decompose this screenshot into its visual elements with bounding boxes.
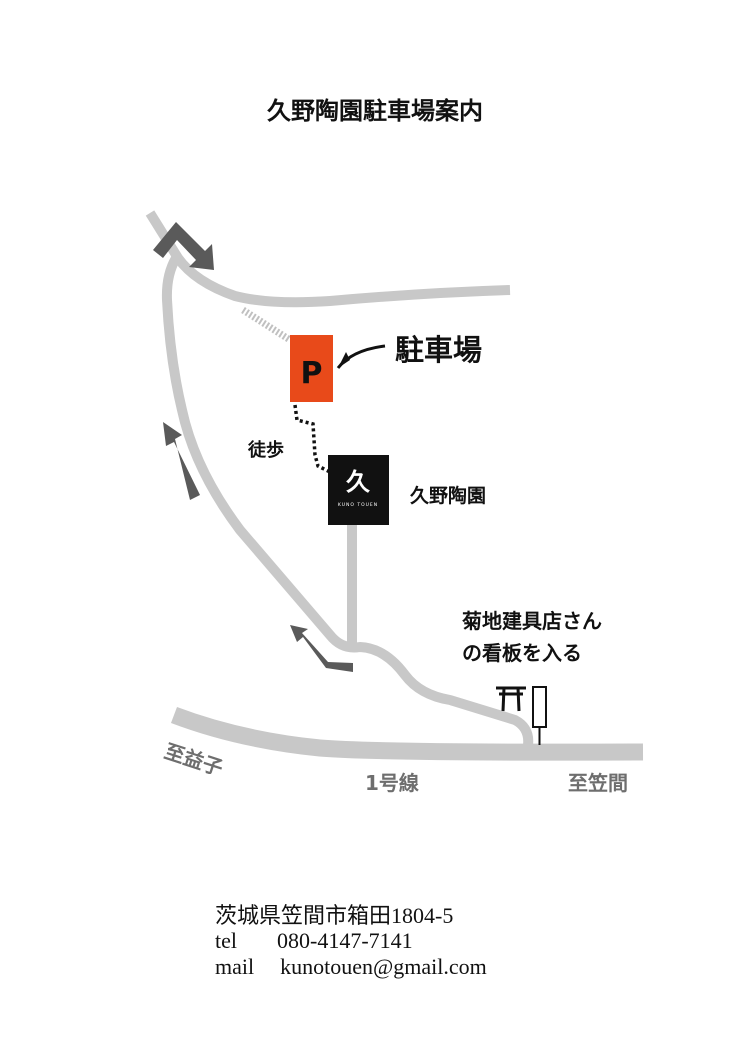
direction-arrows xyxy=(153,222,353,672)
pointer-arrowhead-icon xyxy=(338,352,350,368)
road-north xyxy=(145,210,511,308)
walking-path xyxy=(293,404,331,474)
logo-mark: 久 xyxy=(346,468,370,496)
arrow-left-icon xyxy=(163,422,200,500)
to-kasama-label: 至笠間 xyxy=(568,771,628,795)
parking-letter: P xyxy=(301,356,323,391)
mail-address[interactable]: kunotouen@gmail.com xyxy=(280,954,487,979)
arrow-bottom-icon xyxy=(290,625,353,672)
mail-label: mail xyxy=(215,954,255,979)
mail-row: mail kunotouen@gmail.com xyxy=(215,954,487,980)
route-label: 1号線 xyxy=(365,771,419,795)
torii-icon xyxy=(496,686,526,712)
road-west xyxy=(161,255,534,746)
to-mashiko-label: 至益子 xyxy=(161,739,225,780)
signboard-icon xyxy=(532,686,547,728)
page-title: 久野陶園駐車場案内 xyxy=(267,97,483,125)
parking-label: 駐車場 xyxy=(395,333,482,367)
tel-label: tel xyxy=(215,928,237,953)
address: 茨城県笠間市箱田1804-5 xyxy=(215,903,454,928)
pottery-logo xyxy=(328,455,389,525)
tel-row: tel 080-4147-7141 xyxy=(215,928,413,954)
arrow-top-icon xyxy=(153,222,214,270)
logo-text: KUNO TOUEN xyxy=(338,502,378,508)
walk-label: 徒歩 xyxy=(247,439,284,461)
route-1 xyxy=(170,707,644,761)
landmark-label-1: 菊地建具店さん xyxy=(462,609,602,633)
landmark-label-2: の看板を入る xyxy=(462,641,582,665)
path-hatched xyxy=(241,307,292,343)
parking-sign xyxy=(290,335,333,402)
pottery-label: 久野陶園 xyxy=(410,484,486,507)
roads xyxy=(145,210,644,761)
tel-number[interactable]: 080-4147-7141 xyxy=(277,928,413,953)
